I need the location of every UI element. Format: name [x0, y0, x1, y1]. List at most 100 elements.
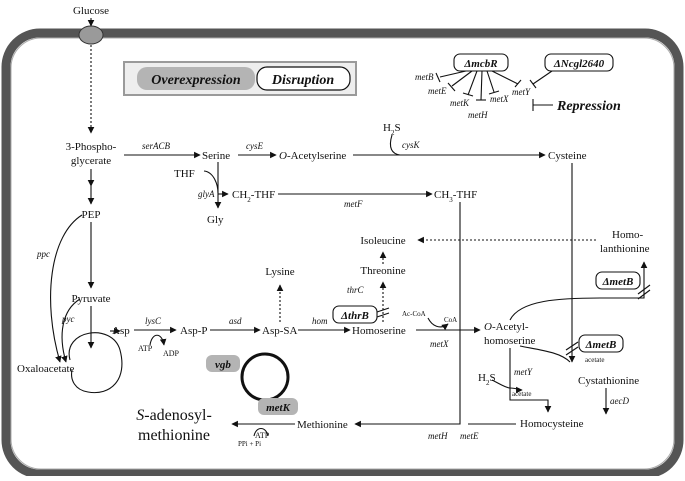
target-metY: metY — [512, 87, 531, 97]
metE-label: metE — [460, 431, 479, 441]
vgb-label: vgb — [215, 359, 231, 371]
cystathionine-label: Cystathionine — [578, 375, 639, 387]
metX-label: metX — [430, 339, 449, 349]
overexpression-legend-label: Overexpression — [151, 73, 241, 88]
ncgl2640-label: ΔNcgl2640 — [553, 58, 605, 70]
methionine-label: Methionine — [297, 419, 348, 431]
metF-label: metF — [344, 199, 363, 209]
ppc-label: ppc — [36, 249, 50, 259]
cell-membrane-inner — [10, 37, 675, 470]
disruption-legend — [256, 66, 351, 91]
lysine-label: Lysine — [265, 266, 294, 278]
target-metK: metK — [450, 98, 470, 108]
vgb-box — [206, 355, 240, 372]
threonine-label: Threonine — [360, 265, 405, 277]
ac-coa-label: Ac-CoA — [402, 310, 426, 318]
sam-label-1: S-adenosyl- — [136, 407, 212, 424]
mcbr-box — [453, 53, 509, 72]
thrB-disruption-box — [332, 305, 378, 324]
pyruvate-label: Pyruvate — [71, 293, 110, 305]
metY-label: metY — [514, 367, 533, 377]
homoserine-label: Homoserine — [352, 325, 406, 337]
accoa-curve — [427, 317, 449, 331]
cysteine-label: Cysteine — [548, 150, 587, 162]
lysc-atp-curve — [149, 334, 167, 346]
overexpression-legend — [137, 67, 255, 90]
asp-label: Asp — [112, 325, 130, 337]
h2s-top-curve — [389, 134, 401, 156]
oah-label-2: homoserine — [484, 335, 535, 347]
atp-asp-label: ATP — [138, 344, 153, 353]
thf-label: THF — [174, 168, 195, 180]
disruption-legend-label: Disruption — [271, 73, 334, 88]
homolanthionine-label-1: Homo- — [612, 229, 644, 241]
oah-to-homolanthionine-path — [509, 261, 648, 321]
isoleucine-label: Isoleucine — [360, 235, 405, 247]
aecD-label: aecD — [610, 396, 629, 406]
acetate-2-curve — [509, 386, 523, 394]
tca-cycle-loop — [68, 332, 123, 394]
pyc-label: pyc — [61, 314, 75, 324]
glucose-transporter — [78, 25, 104, 45]
phosphoglycerate-label-2: glycerate — [71, 155, 111, 167]
ch3-thf-label: CH3-THF — [434, 189, 477, 204]
thrB-block-2 — [376, 312, 390, 318]
metH-label: metH — [428, 431, 448, 441]
cysK-label: cysK — [402, 140, 420, 150]
adp-label: ADP — [163, 349, 180, 358]
phosphoglycerate-label-1: 3-Phospho- — [66, 141, 117, 153]
atp-sam-label: ATP — [255, 431, 270, 440]
ch2-thf-label: CH2-THF — [232, 189, 275, 204]
h2s-top-label: H2S — [383, 122, 401, 137]
serACB-label: serACB — [142, 141, 171, 151]
cysE-label: cysE — [246, 141, 263, 151]
repression-lines — [435, 70, 553, 101]
metB-block-top-1 — [637, 284, 651, 295]
oas-label: O-Acetylserine — [279, 150, 346, 162]
asd-label: asd — [229, 316, 242, 326]
target-metB: metB — [415, 72, 434, 82]
ncgl2640-box — [544, 53, 614, 72]
metB-disruption-box-top — [595, 271, 641, 290]
oxaloacetate-label: Oxaloacetate — [17, 363, 75, 375]
h2s-bottom-curve — [491, 379, 511, 389]
lysC-label: lysC — [145, 316, 162, 326]
serine-label: Serine — [202, 150, 230, 162]
sam-atp-curve — [253, 427, 269, 437]
oah-to-homocysteine-path — [509, 348, 552, 413]
homocysteine-label: Homocysteine — [520, 418, 584, 430]
gly-label: Gly — [207, 214, 224, 226]
acetate-label-2: acetate — [512, 390, 531, 398]
h2s-bottom-label: H2S — [478, 372, 496, 387]
metB-block-bottom-2 — [565, 346, 579, 356]
metB-label-top: ΔmetB — [602, 276, 634, 288]
oah-label-1: O-Acetyl- — [484, 321, 529, 333]
asp-sa-label: Asp-SA — [262, 325, 298, 337]
metK-box — [258, 398, 298, 415]
mcbr-label: ΔmcbR — [463, 58, 497, 70]
pyc-arrow — [61, 298, 81, 363]
glyA-label: glyA — [198, 189, 215, 199]
coa-label: CoA — [444, 316, 457, 324]
ppi-pi-label: PPi + Pi — [238, 440, 261, 448]
ppc-arrow — [50, 214, 83, 363]
pep-label: PEP — [82, 209, 101, 221]
acetate-label-1: acetate — [585, 356, 604, 364]
target-metH: metH — [468, 110, 488, 120]
homolanthionine-label-2: lanthionine — [600, 243, 650, 255]
glucose-label: Glucose — [73, 5, 109, 17]
cell-membrane — [1, 28, 684, 479]
metB-block-top-2 — [637, 289, 651, 300]
hom-label: hom — [312, 316, 328, 326]
sam-label-2: methionine — [138, 427, 210, 444]
metB-disruption-box-bottom — [578, 334, 624, 353]
thrC-label: thrC — [347, 285, 365, 295]
ch3thf-to-methionine-path — [354, 202, 461, 428]
asp-p-label: Asp-P — [180, 325, 208, 337]
target-metE: metE — [428, 86, 447, 96]
thrB-label: ΔthrB — [340, 310, 369, 322]
metB-block-bottom-1 — [565, 341, 579, 351]
metB-label-bottom: ΔmetB — [585, 339, 617, 351]
